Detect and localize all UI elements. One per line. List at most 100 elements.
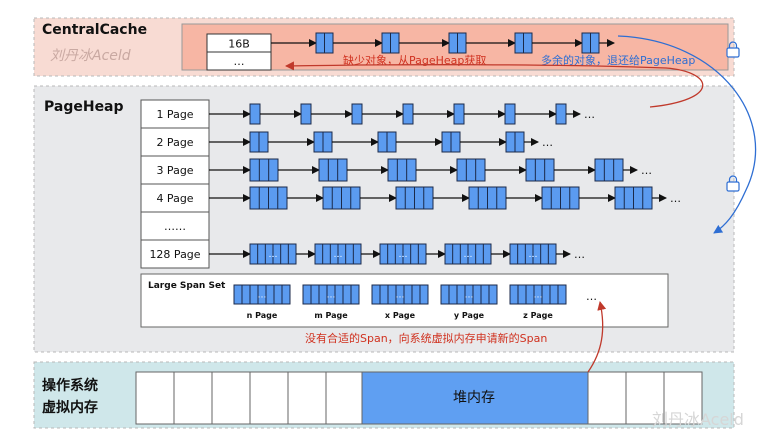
- page-size-label: 128 Page: [149, 248, 200, 261]
- free-span: [525, 158, 555, 182]
- lock-icon: [726, 175, 740, 192]
- os-title-line1: 操作系统: [42, 377, 98, 394]
- os-title-line2: 虚拟内存: [42, 399, 98, 416]
- request-new-span-arrow: [587, 301, 607, 373]
- page-size-label: 2 Page: [156, 136, 193, 149]
- free-span: [377, 131, 397, 153]
- span-ellipsis: …: [396, 291, 405, 301]
- large-span-block: …: [302, 284, 360, 305]
- row-ellipsis: …: [584, 108, 595, 121]
- free-span: [594, 158, 624, 182]
- central-cache-span: [448, 32, 467, 54]
- central-cache-title: CentralCache: [42, 22, 147, 38]
- central-cache-fetch-label: 缺少对象，从PageHeap获取: [343, 53, 486, 67]
- page-heap-row: 1 Page …: [140, 99, 595, 129]
- central-cache-span: [581, 32, 600, 54]
- free-span: [456, 158, 486, 182]
- central-cache-slot-more: [206, 51, 272, 71]
- page-heap-free-lists: 1 Page…2 Page…3 Page…4 Page………128 Page………: [140, 99, 681, 269]
- free-span: …: [509, 243, 557, 265]
- central-cache-span: [381, 32, 400, 54]
- page-size-label: 1 Page: [156, 108, 193, 121]
- large-span: … y Page: [440, 284, 498, 320]
- free-span: [318, 158, 348, 182]
- free-span: …: [444, 243, 492, 265]
- row-ellipsis: …: [670, 192, 681, 205]
- free-span: [555, 103, 567, 125]
- large-span-set-title: Large Span Set: [148, 281, 226, 291]
- large-span-label: z Page: [523, 311, 553, 320]
- large-span: … m Page: [302, 284, 360, 320]
- os-memory-cell: [287, 371, 327, 425]
- fetch-from-pageheap-arrow: [285, 61, 704, 108]
- span-ellipsis: …: [258, 291, 267, 301]
- span-ellipsis: …: [334, 250, 343, 260]
- central-cache-span: [315, 32, 334, 54]
- free-span: [505, 131, 525, 153]
- large-span-label: m Page: [314, 311, 348, 320]
- free-span: [468, 186, 507, 210]
- os-memory-cell: [173, 371, 213, 425]
- central-cache-slot-16b-label: 16B: [228, 38, 250, 51]
- free-span: [322, 186, 361, 210]
- large-span-label: x Page: [385, 311, 416, 320]
- large-span-block: …: [233, 284, 291, 305]
- os-memory-cell: [211, 371, 251, 425]
- large-span: … x Page: [371, 284, 429, 320]
- free-span: [395, 186, 434, 210]
- lock-icon: [726, 41, 740, 58]
- page-size-label: 3 Page: [156, 164, 193, 177]
- free-span: [313, 131, 333, 153]
- free-span: [541, 186, 580, 210]
- span-ellipsis: …: [399, 250, 408, 260]
- span-ellipsis: …: [464, 250, 473, 260]
- os-memory-cell: [587, 371, 627, 425]
- free-span: …: [379, 243, 427, 265]
- free-span: …: [314, 243, 362, 265]
- central-cache-watermark: 刘丹冰Aceld: [50, 48, 131, 64]
- page-heap-row: 3 Page …: [140, 155, 652, 185]
- page-size-label: ……: [164, 220, 186, 233]
- free-span: [453, 103, 465, 125]
- os-memory-cell: [325, 371, 365, 425]
- free-span: [249, 103, 261, 125]
- central-cache-span: [514, 32, 533, 54]
- span-ellipsis: …: [465, 291, 474, 301]
- heap-memory-block: [361, 371, 589, 425]
- page-heap-row: 2 Page…: [140, 127, 553, 157]
- large-span-label: n Page: [247, 311, 278, 320]
- page-size-label: 4 Page: [156, 192, 193, 205]
- page-heap-row: 128 Page … … … … … …: [140, 239, 585, 269]
- page-heap-row: ……: [140, 211, 210, 241]
- free-span: [441, 131, 461, 153]
- free-span: [614, 186, 653, 210]
- central-cache-return-label: 多余的对象，退还给PageHeap: [541, 53, 695, 67]
- free-span: [300, 103, 312, 125]
- central-cache-span-chain: [271, 32, 615, 54]
- free-span: …: [249, 243, 297, 265]
- span-ellipsis: …: [327, 291, 336, 301]
- os-memory-cell: [249, 371, 289, 425]
- page-heap-row: 4 Page …: [140, 183, 681, 213]
- large-span-set-items: …n Page…m Page…x Page…y Page…z Page…: [233, 284, 597, 320]
- row-ellipsis: …: [641, 164, 652, 177]
- free-span: [504, 103, 516, 125]
- span-ellipsis: …: [269, 250, 278, 260]
- large-span-label: y Page: [454, 311, 485, 320]
- free-span: [249, 158, 279, 182]
- return-to-pageheap-arrow: [617, 35, 757, 234]
- free-span: [249, 186, 288, 210]
- large-span-block: …: [440, 284, 498, 305]
- free-span: [249, 131, 269, 153]
- free-span: [402, 103, 414, 125]
- large-span-block: …: [509, 284, 567, 305]
- large-span-block: …: [371, 284, 429, 305]
- span-ellipsis: …: [534, 291, 543, 301]
- free-span: [387, 158, 417, 182]
- large-span: … z Page: [509, 284, 567, 320]
- row-ellipsis: …: [574, 248, 585, 261]
- bottom-watermark: 刘丹冰Aceld: [652, 410, 744, 429]
- heap-memory-label: 堆内存: [453, 390, 495, 406]
- free-span: [351, 103, 363, 125]
